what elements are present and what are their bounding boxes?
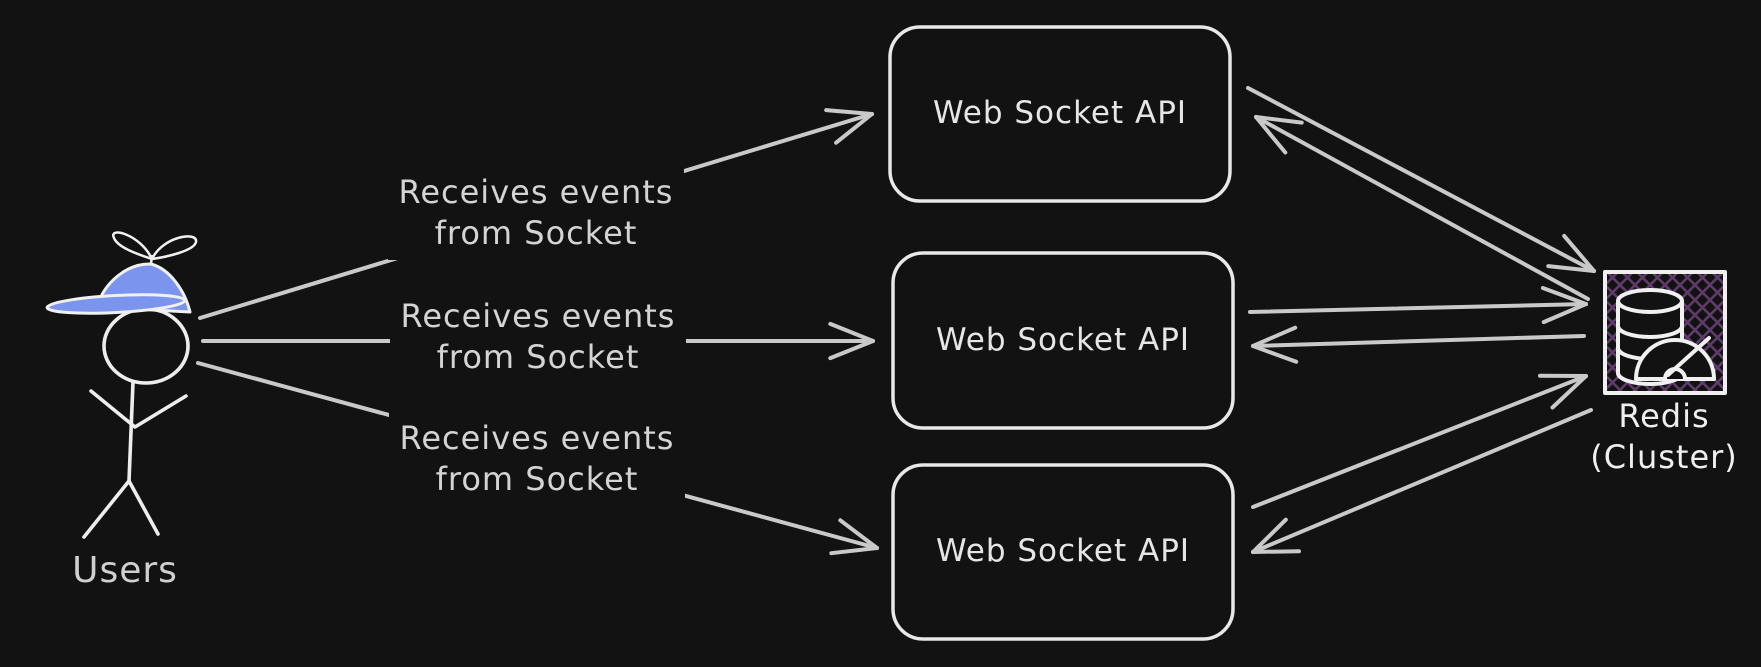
propeller-cap-icon	[45, 231, 198, 315]
arrow-user-to-ws2-head	[828, 339, 875, 361]
redis-icon[interactable]	[1603, 270, 1727, 395]
figure-head	[102, 307, 190, 385]
websocket-box-1-label: Web Socket API	[932, 95, 1188, 131]
arrow-ws2-to-redis-head	[1540, 286, 1588, 306]
arrow-redis-to-ws1-head	[1254, 115, 1304, 125]
arrow-ws3-to-redis-head	[1550, 374, 1588, 410]
users-label: Users	[72, 550, 178, 591]
arrow-redis-to-ws3-head	[1251, 517, 1288, 554]
edge-label-3-line2: from Socket	[435, 460, 639, 498]
arrow-user-to-ws3-head	[838, 518, 879, 550]
websocket-box-2-label: Web Socket API	[935, 322, 1191, 358]
arrow-redis-to-ws1-head	[1254, 115, 1288, 155]
edge-label-3[interactable]: Receives events from Socket	[389, 412, 685, 506]
websocket-box-3-label: Web Socket API	[935, 533, 1191, 569]
arrow-ws1-to-redis[interactable]	[1246, 86, 1596, 273]
arrow-ws1-to-redis-head	[1546, 264, 1596, 273]
redis-label: Redis (Cluster)	[1564, 396, 1761, 478]
figure-arms	[89, 389, 188, 429]
redis-label-line2: (Cluster)	[1590, 438, 1738, 476]
websocket-box-1[interactable]	[888, 25, 1232, 203]
arrow-user-to-ws3-head	[829, 546, 879, 556]
cap-brim	[45, 293, 187, 315]
arrow-redis-to-ws3[interactable]	[1251, 408, 1593, 554]
figure-body	[127, 380, 135, 483]
user-figure[interactable]	[45, 231, 198, 539]
figure-legs	[82, 479, 160, 539]
edge-label-2[interactable]: Receives events from Socket	[390, 290, 686, 384]
arrow-ws1-to-redis-head	[1562, 233, 1596, 273]
propeller-blades	[112, 231, 198, 261]
arrow-ws2-to-redis[interactable]	[1248, 302, 1588, 314]
arrow-redis-to-ws2-head	[1251, 344, 1299, 364]
arrow-ws3-to-redis[interactable]	[1251, 374, 1588, 509]
arrow-redis-to-ws1[interactable]	[1254, 115, 1590, 301]
arrow-redis-to-ws3-head	[1251, 549, 1301, 554]
websocket-box-3[interactable]	[891, 463, 1235, 641]
redis-label-line1: Redis	[1618, 397, 1710, 435]
gauge-icon	[1634, 336, 1716, 381]
arrow-user-to-ws2-head	[828, 321, 875, 343]
edge-label-2-line1: Receives events	[400, 297, 676, 335]
arrow-redis-to-ws2[interactable]	[1251, 334, 1586, 348]
edge-label-2-line2: from Socket	[436, 338, 640, 376]
arrow-user-to-ws1-head	[824, 108, 874, 116]
websocket-box-2[interactable]	[891, 251, 1235, 430]
edge-label-1-line1: Receives events	[398, 173, 674, 211]
arrow-user-to-ws1-head	[834, 112, 874, 145]
arrow-redis-to-ws2-head	[1251, 325, 1298, 348]
arrow-ws2-to-redis-head	[1541, 302, 1588, 325]
edge-label-3-line1: Receives events	[399, 419, 675, 457]
edge-label-1-line2: from Socket	[434, 214, 638, 252]
edge-label-1[interactable]: Receives events from Socket	[388, 166, 684, 260]
